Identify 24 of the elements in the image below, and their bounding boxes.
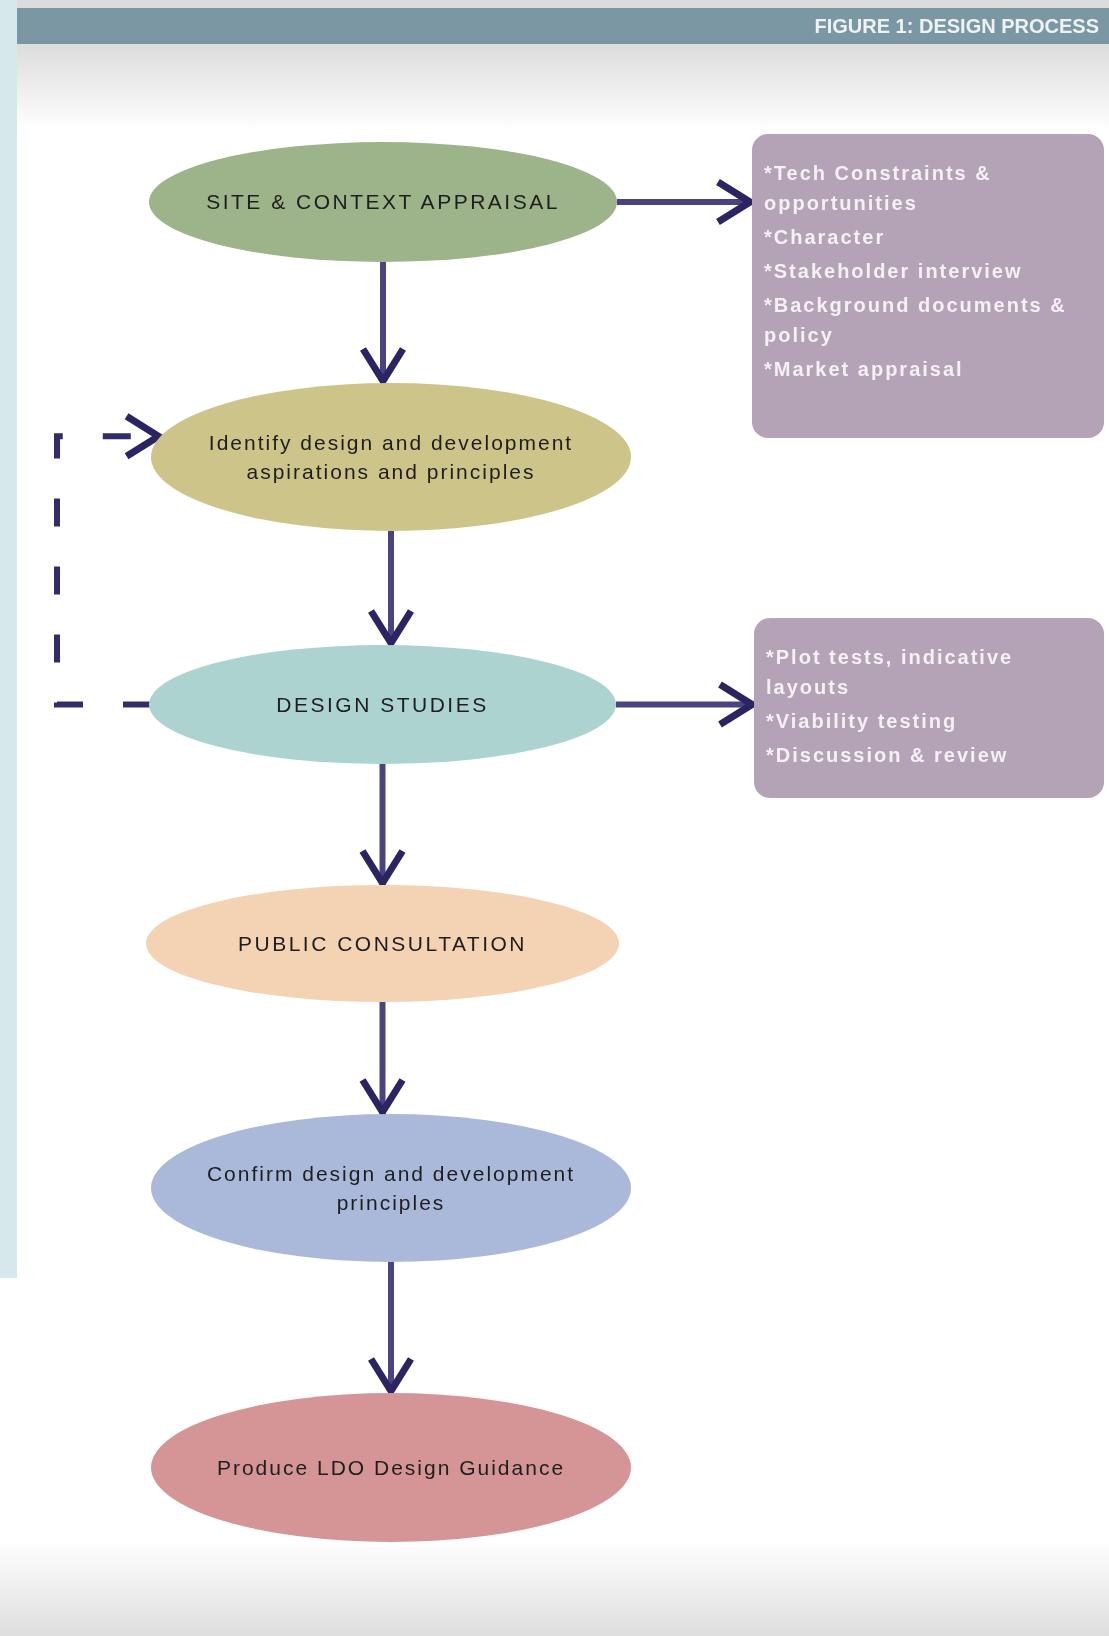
arrow	[359, 764, 406, 887]
bullet-item: *Plot tests, indicative layouts	[766, 645, 1015, 700]
step-label: Identify design and development aspirations and principles	[207, 429, 575, 485]
arrow	[359, 262, 407, 385]
bullet-item: *Character	[764, 225, 887, 250]
arrow	[367, 1262, 415, 1395]
notes-panel	[752, 134, 1104, 438]
figure-title: FIGURE 1: DESIGN PROCESS	[814, 14, 1099, 38]
arrow	[359, 1002, 406, 1116]
arrow	[367, 531, 415, 647]
bullet-item: *Market appraisal	[764, 357, 965, 382]
step-label: DESIGN STUDIES	[276, 691, 489, 718]
step-label: SITE & CONTEXT APPRAISAL	[206, 189, 560, 216]
step-label: Confirm design and development principles	[205, 1160, 577, 1216]
bullet-item: *Background documents & policy	[764, 293, 1068, 348]
bullet-item: *Tech Constraints & opportunities	[764, 161, 993, 216]
step-label: Produce LDO Design Guidance	[216, 1454, 566, 1481]
arrow	[616, 681, 756, 728]
notes-panel	[754, 618, 1104, 798]
bullet-item: *Stakeholder interview	[764, 259, 1024, 284]
arrow	[617, 178, 754, 226]
bullet-item: *Viability testing	[766, 709, 959, 734]
step-label: PUBLIC CONSULTATION	[238, 930, 527, 957]
bullet-item: *Discussion & review	[766, 743, 1010, 768]
